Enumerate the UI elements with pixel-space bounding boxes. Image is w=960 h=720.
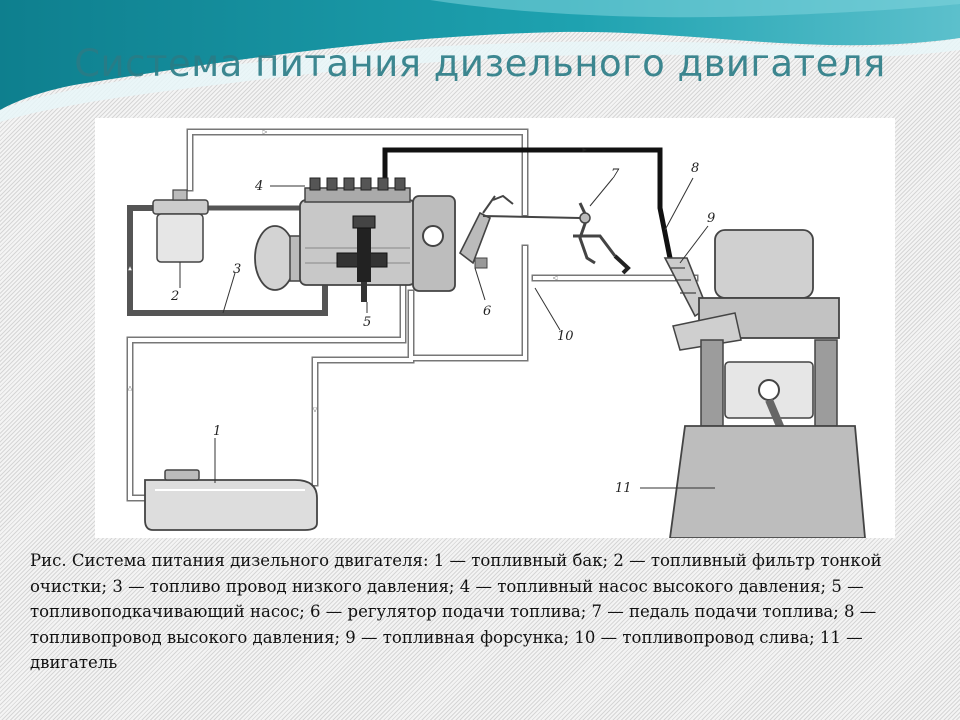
regulator	[458, 194, 514, 269]
figure-panel: 1 2 3 4 5 6 7 8 9 10 11	[95, 118, 895, 538]
fuel-tank	[144, 469, 318, 531]
label-pedal: 7	[611, 167, 620, 182]
feed-pump	[336, 215, 388, 302]
label-injector: 9	[707, 211, 715, 226]
label-low-pressure-line: 3	[233, 262, 241, 277]
figure-caption: Рис. Система питания дизельного двигател…	[30, 551, 882, 672]
high-pressure-line	[382, 147, 673, 259]
light-pipes-inner	[128, 130, 697, 500]
label-regulator: 6	[483, 304, 491, 319]
fine-filter	[152, 189, 209, 263]
label-injection-pump: 4	[254, 179, 263, 194]
accelerator-pedal	[482, 202, 631, 275]
leader-lines	[179, 177, 715, 489]
slide-title: Система питания дизельного двигателя	[74, 42, 886, 85]
injection-pump	[254, 177, 456, 292]
engine	[669, 229, 866, 538]
label-fine-filter: 2	[170, 289, 179, 304]
label-engine: 11	[615, 481, 632, 496]
label-fuel-tank: 1	[213, 424, 221, 439]
label-high-pressure-line: 8	[691, 161, 699, 176]
label-return-line: 10	[557, 329, 574, 344]
low-pressure-line	[127, 205, 328, 316]
label-feed-pump: 5	[363, 315, 371, 330]
header-wave-decoration	[0, 0, 960, 122]
fuel-system-diagram: 1 2 3 4 5 6 7 8 9 10 11	[126, 128, 866, 538]
